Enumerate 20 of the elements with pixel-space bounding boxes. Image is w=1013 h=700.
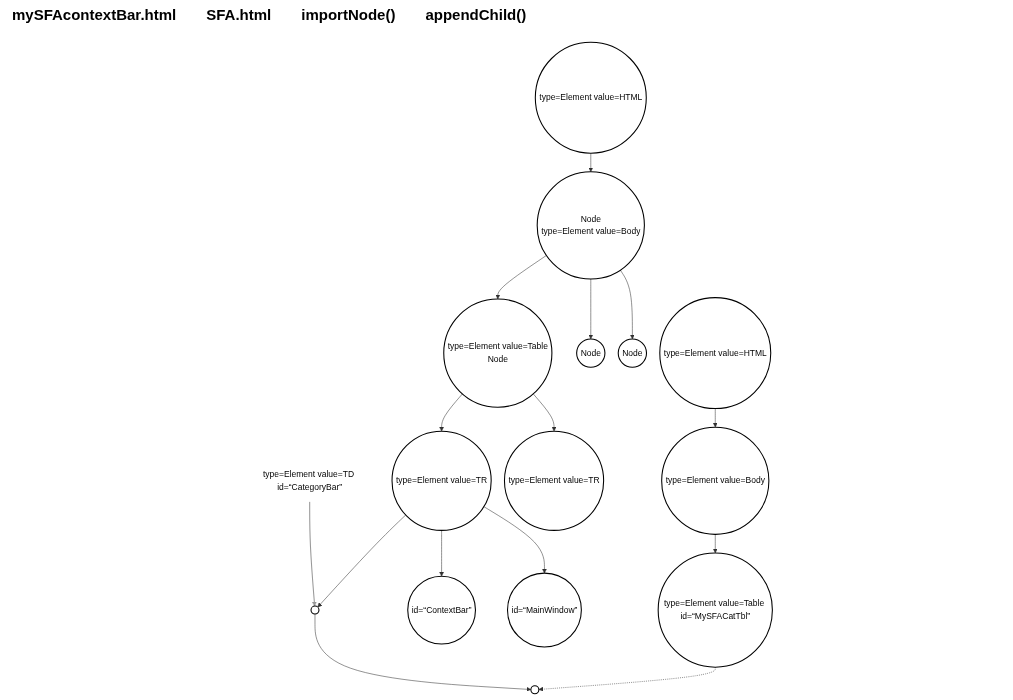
file-name-heading: SFA.html (206, 6, 272, 25)
node-circle: Node (576, 338, 606, 368)
node-circle: id=“MainWindow” (506, 572, 582, 648)
node-circle: type=Element value=TR (391, 430, 492, 531)
method-name: appendChild() (425, 6, 527, 25)
node-circle: type=Element value=HTML (534, 41, 647, 154)
arrow (309, 500, 317, 607)
node-circle: type=Element value=Table id=“MySFACatTbl” (657, 552, 773, 668)
node-circle: id=“ContextBar” (407, 575, 476, 645)
node-circle: type=Element value=Body (661, 426, 770, 535)
file-name-heading: mySFAcontextBar.html (12, 6, 177, 25)
node-circle (530, 685, 540, 695)
node-circle: type=Element value=TR (503, 430, 605, 531)
node-circle: type=Element value=Table Node (443, 298, 553, 408)
method-name: importNode() (301, 6, 396, 25)
node-circle: Node type=Element value=Body (536, 171, 645, 280)
node-text: type=Element value=TD id=“CategoryBar” (262, 469, 355, 492)
node-circle (310, 605, 320, 615)
node-circle: type=Element value=HTML (659, 297, 772, 410)
node-circle: Node (617, 338, 648, 368)
